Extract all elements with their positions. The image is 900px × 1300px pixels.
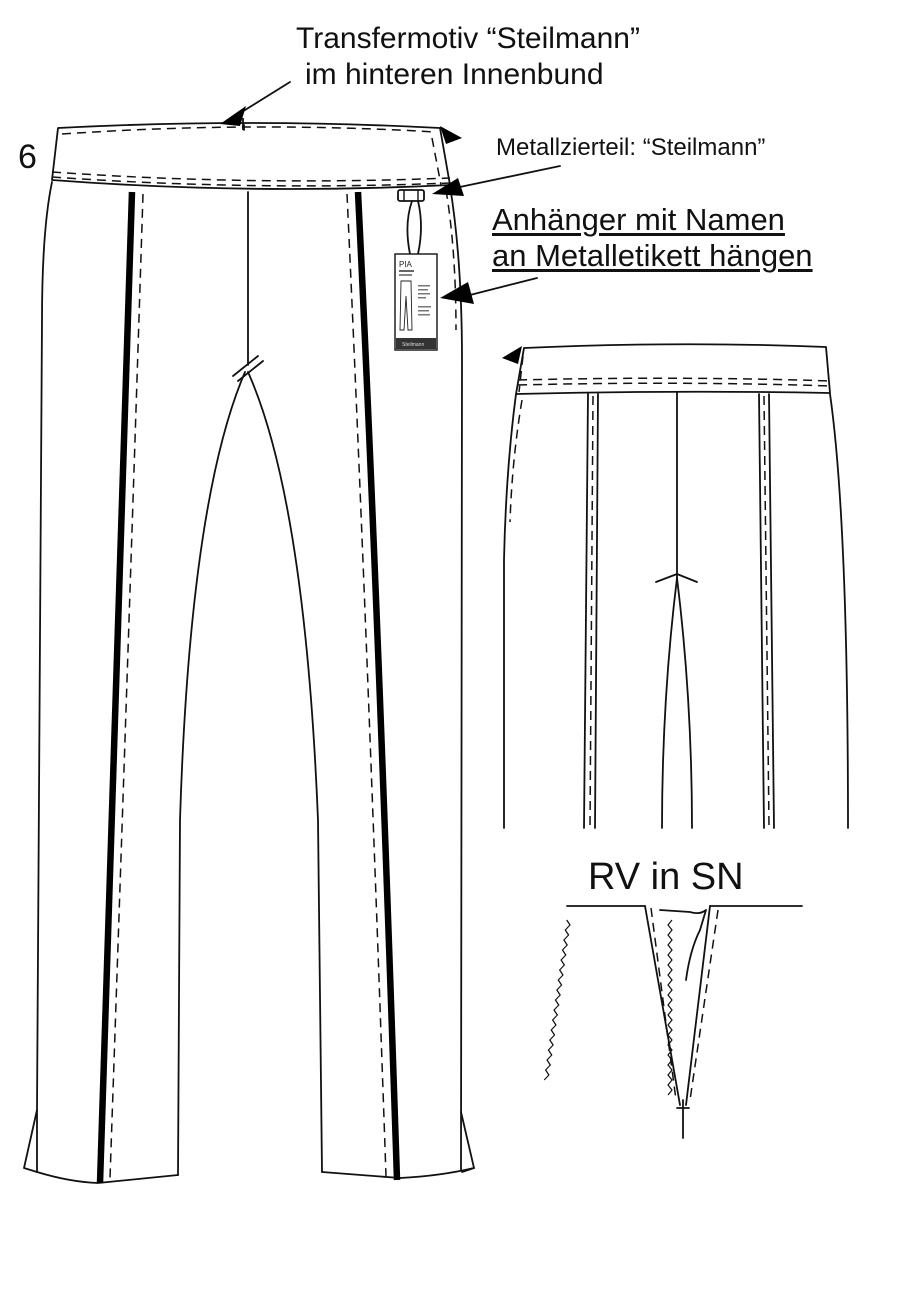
right-stripe-topstitch xyxy=(346,193,387,1177)
back-waistband-stitch-1 xyxy=(517,377,831,382)
back-left-side-stitch xyxy=(509,399,523,523)
hangtag-trouser-sketch-icon xyxy=(399,280,413,331)
figure-number: 6 xyxy=(18,138,37,176)
metal-arrowhead xyxy=(432,178,464,196)
back-left-stripe-stitch xyxy=(589,395,594,827)
hangtag-string xyxy=(406,200,422,255)
metal-ornament-label: Metallzierteil: “Steilmann” xyxy=(496,134,766,161)
right-hem-slit xyxy=(460,1111,475,1173)
zipper-left-edge xyxy=(644,905,681,1106)
waistband-side-stitch xyxy=(431,137,442,186)
back-waistband-side-stitch xyxy=(518,355,524,393)
waistband-topstitch-lower-2 xyxy=(51,176,451,187)
hangtag: PIA Steilmann xyxy=(394,253,438,351)
back-view-trousers xyxy=(503,343,849,829)
right-leg-inseam xyxy=(247,371,323,1173)
hangtag-name: PIA xyxy=(399,260,413,269)
left-leg-hem xyxy=(36,1171,179,1184)
hangtag-footer: Steilmann xyxy=(402,342,424,348)
back-right-stripe-b xyxy=(768,393,775,829)
zipper-detail-label: RV in SN xyxy=(588,856,744,898)
zipper-right-stitch xyxy=(689,909,719,1101)
back-left-stripe-b xyxy=(594,393,599,829)
hangtag-instruction-line1: Anhänger mit Namen xyxy=(492,202,785,237)
front-view-trousers: PIA Steilmann xyxy=(23,122,475,1184)
back-crotch-mark xyxy=(655,573,698,583)
back-right-outseam xyxy=(829,393,849,829)
transfer-arrowhead xyxy=(220,106,246,126)
back-right-stripe-stitch xyxy=(763,395,770,827)
back-left-stripe-a xyxy=(583,393,589,829)
left-leg-inseam xyxy=(177,371,246,1176)
zipper-detail xyxy=(543,905,803,1139)
transfer-motif-label-line1: Transfermotiv “Steilmann” xyxy=(296,22,640,55)
crotch-mark-1 xyxy=(232,355,259,377)
back-right-stripe-a xyxy=(758,393,765,829)
front-waistband xyxy=(51,122,451,190)
back-waistband xyxy=(515,343,831,395)
back-left-inseam xyxy=(661,577,678,829)
left-leg-outseam xyxy=(36,181,53,1173)
back-right-inseam xyxy=(676,577,693,829)
waistband-corner-arrowhead xyxy=(440,126,462,144)
hangtag-instruction-line2: an Metalletikett hängen xyxy=(492,238,813,273)
left-tuxedo-stripe xyxy=(96,191,136,1184)
right-tuxedo-stripe xyxy=(354,191,401,1181)
left-hem-slit xyxy=(23,1109,38,1173)
zipper-teeth-right xyxy=(543,919,571,1081)
waistband-topstitch-lower-1 xyxy=(51,171,451,182)
zipper-teeth-left xyxy=(667,919,673,1096)
annotation-leaders xyxy=(220,81,561,364)
hangtag-arrowhead xyxy=(440,282,474,304)
transfer-motif-label-line2: im hinteren Innenbund xyxy=(305,58,604,91)
metal-ornament xyxy=(397,189,425,202)
right-side-topstitch xyxy=(445,189,457,331)
metal-leader-line xyxy=(454,165,561,189)
zipper-right-edge xyxy=(685,905,711,1106)
zipper-facing xyxy=(659,909,707,981)
back-waistband-stitch-2 xyxy=(517,382,831,387)
zipper-left-stitch xyxy=(650,907,677,1101)
right-leg-outseam xyxy=(449,185,463,1171)
hangtag-leader-line xyxy=(469,277,538,296)
left-stripe-topstitch xyxy=(109,193,144,1179)
back-waistband-arrowhead xyxy=(502,346,522,364)
transfer-leader-line xyxy=(236,81,291,116)
back-left-outseam xyxy=(503,393,517,829)
waistband-topstitch-inner xyxy=(61,126,437,135)
